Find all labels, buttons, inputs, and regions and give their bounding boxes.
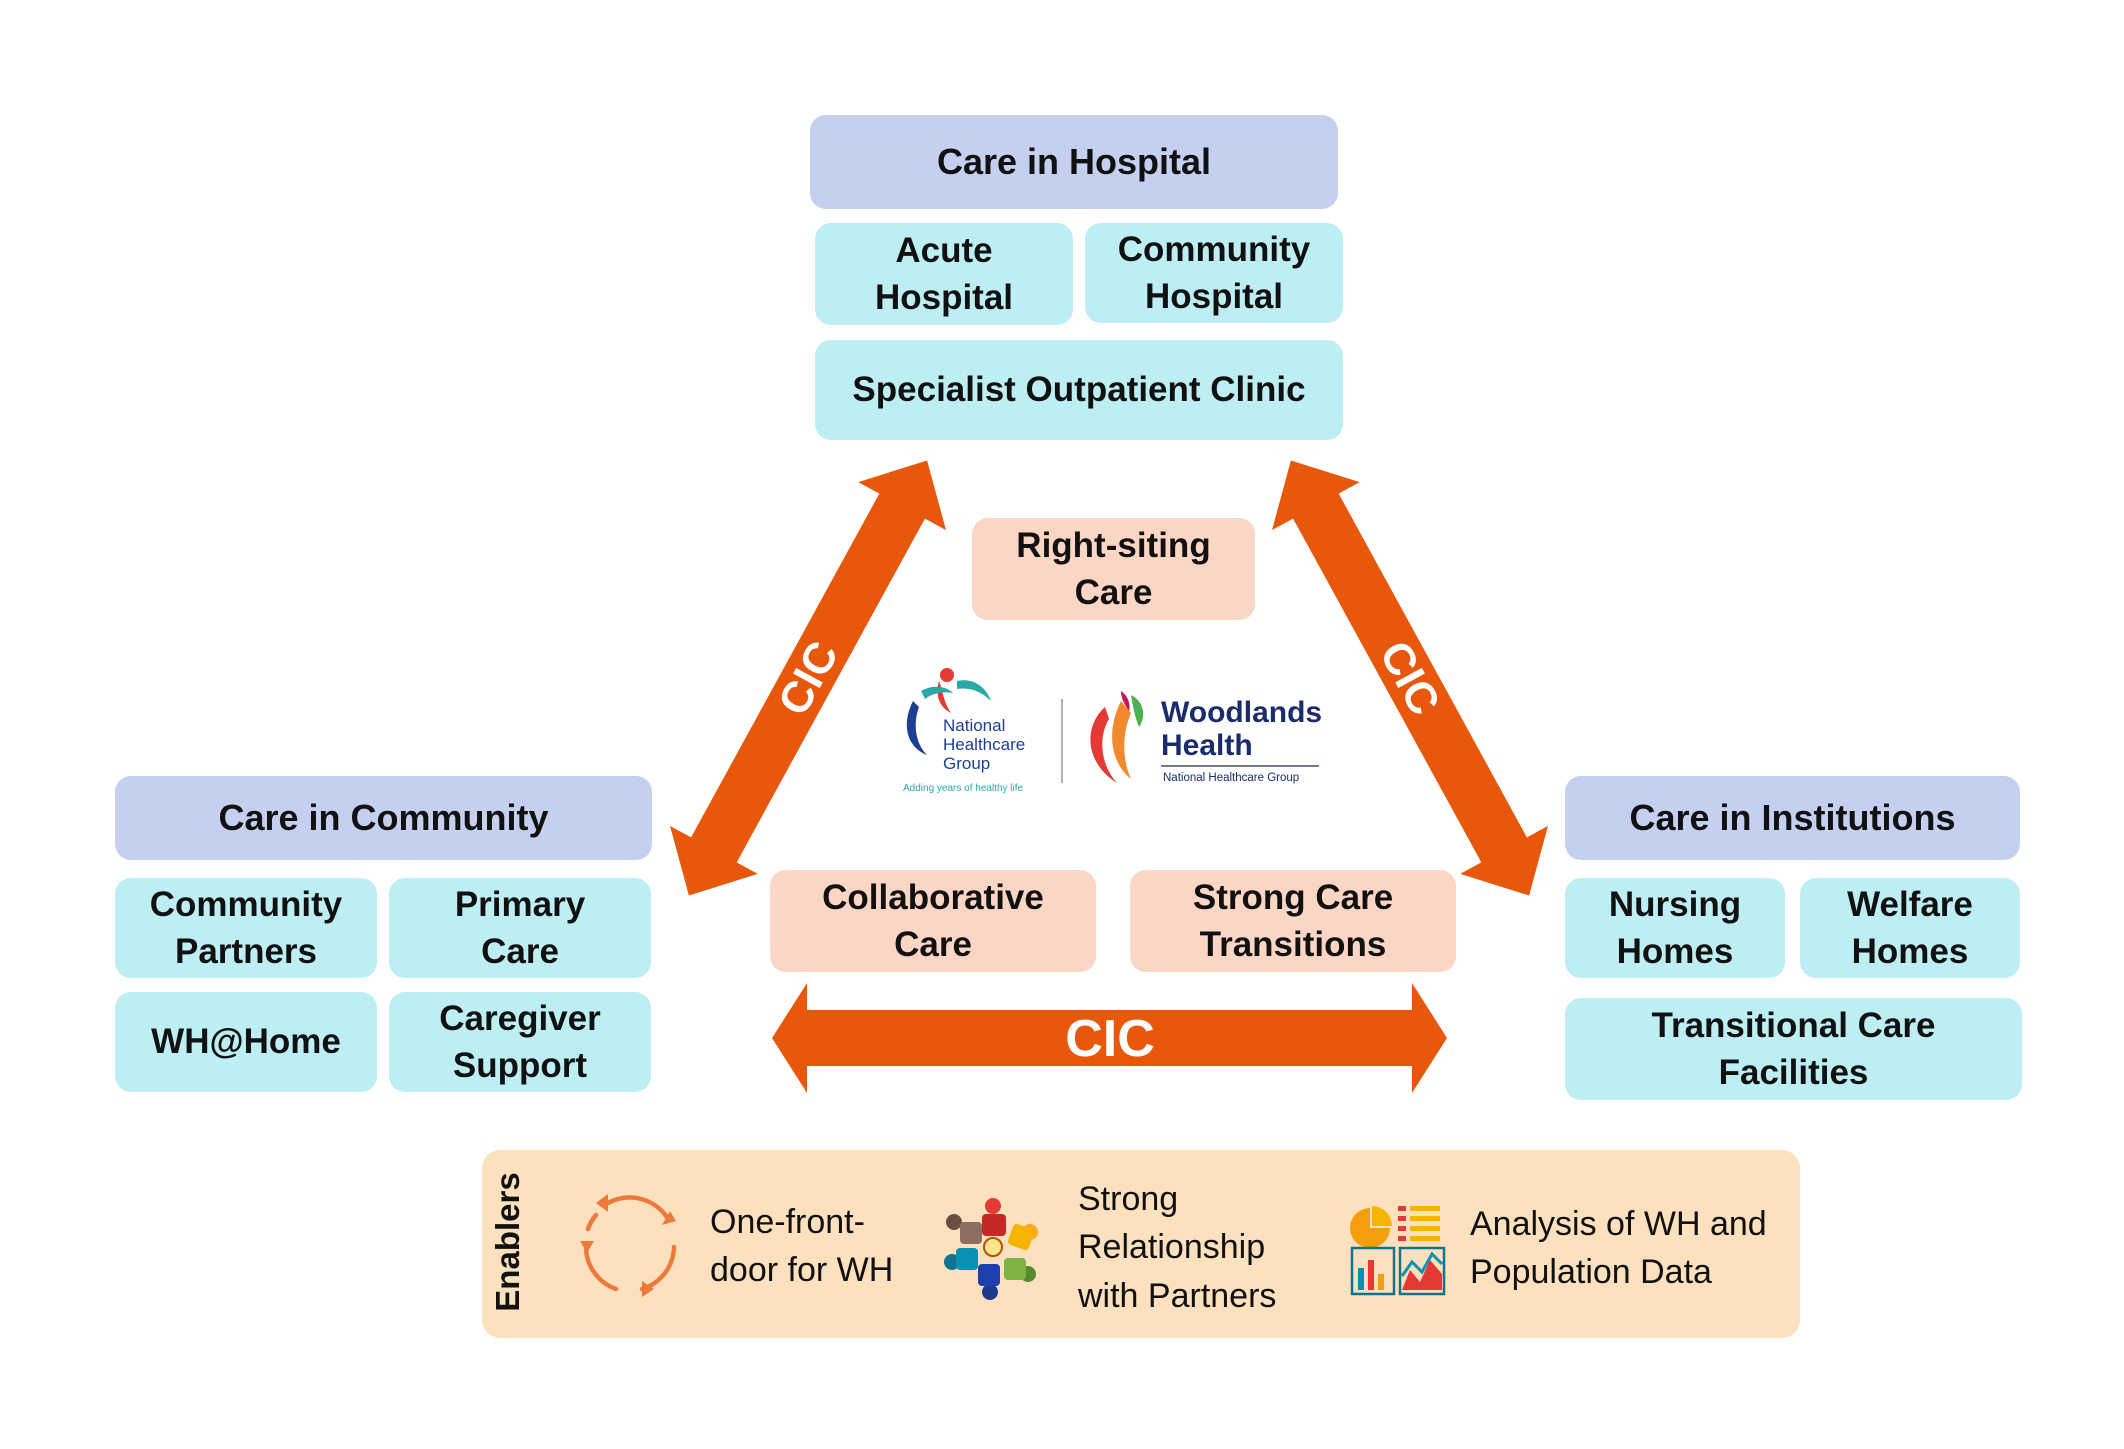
bottom-cic-arrow: CIC [772, 983, 1447, 1093]
transitional-care-facilities-box: Transitional Care Facilities [1565, 998, 2022, 1100]
nhg-name-line2: Healthcare [943, 735, 1025, 754]
wh-name-line1: Woodlands [1161, 696, 1322, 729]
woodlands-health-logo: Woodlands Health National Healthcare Gro… [1090, 691, 1322, 784]
care-in-institutions-header: Care in Institutions [1565, 776, 2020, 860]
acute-hospital-box: Acute Hospital [815, 223, 1073, 325]
bottom-cic-label: CIC [1065, 1010, 1155, 1068]
nursing-homes-box: Nursing Homes [1565, 878, 1785, 978]
enabler-strong-relationship-text: Strong Relationship with Partners [1078, 1180, 1277, 1315]
strong-care-transitions-box: Strong Care Transitions [1130, 870, 1456, 972]
right-siting-care-box: Right-siting Care [972, 518, 1255, 620]
welfare-homes-box: Welfare Homes [1800, 878, 2020, 978]
nhg-name-line1: National [943, 716, 1005, 735]
collaborative-care-box: Collaborative Care [770, 870, 1096, 972]
enabler-analysis-text: Analysis of WH and Population Data [1470, 1205, 1767, 1292]
wh-name-line2: Health [1161, 729, 1253, 762]
cycle-arrows-icon [580, 1194, 677, 1297]
care-in-hospital-header: Care in Hospital [810, 115, 1338, 209]
nhg-logo: National Healthcare Group Adding years o… [903, 668, 1025, 794]
nhg-name-line3: Group [943, 754, 990, 773]
enablers-panel [482, 1150, 1800, 1338]
nhg-tagline: Adding years of healthy life [903, 783, 1024, 794]
analytics-charts-icon [1350, 1206, 1446, 1296]
caregiver-support-box: Caregiver Support [389, 992, 651, 1092]
enabler-one-front-door-text: One-front- door for WH [710, 1203, 894, 1290]
wh-sub: National Healthcare Group [1163, 772, 1299, 784]
primary-care-box: Primary Care [389, 878, 651, 978]
enablers-label: Enablers [489, 1172, 526, 1312]
community-partners-box: Community Partners [115, 878, 377, 978]
community-hospital-box: Community Hospital [1085, 223, 1343, 323]
specialist-outpatient-clinic-box: Specialist Outpatient Clinic [815, 340, 1343, 440]
wh-at-home-box: WH@Home [115, 992, 377, 1092]
care-in-community-header: Care in Community [115, 776, 652, 860]
people-circle-icon [944, 1198, 1038, 1300]
partner-logos: National Healthcare Group Adding years o… [895, 667, 1325, 797]
